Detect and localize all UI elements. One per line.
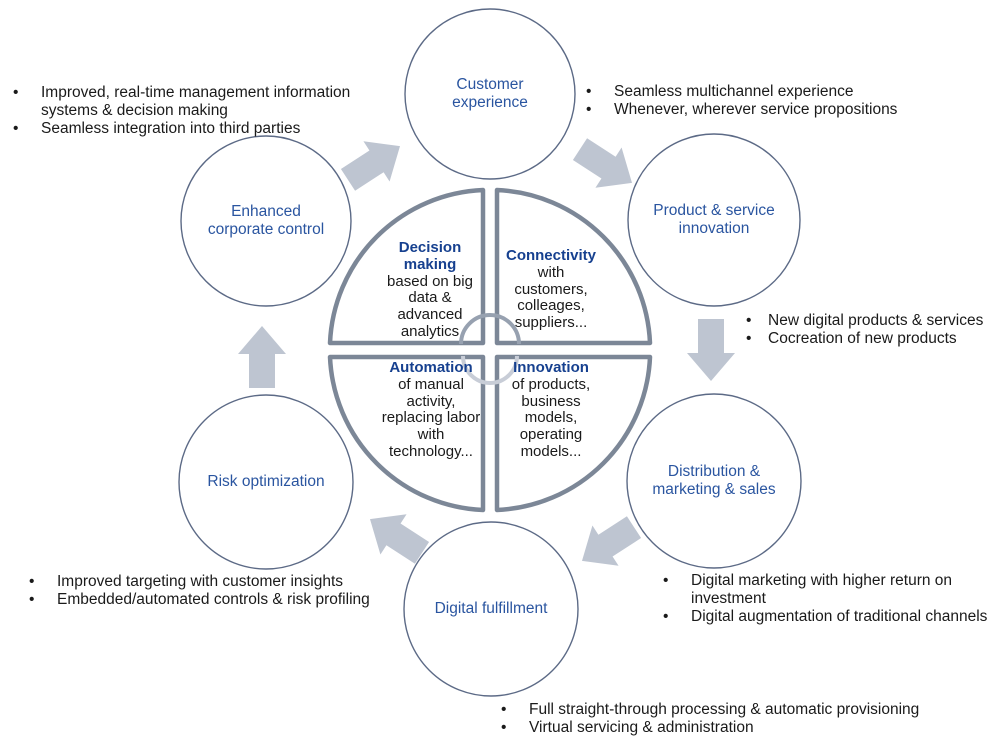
quadrant-automation-shape	[327, 354, 486, 513]
arrow-digital-fulfillment-to-risk-optimization	[370, 514, 430, 564]
bullet-group-bottom: • Full straight-through processing & aut…	[498, 701, 998, 737]
quadrant-decision-making: Decision making based on big data & adva…	[365, 239, 495, 341]
bullet-item: • New digital products & services	[743, 312, 1007, 330]
bullet-item: • Improved targeting with customer insig…	[26, 573, 416, 591]
bullet-text: Improved, real-time management informati…	[41, 84, 351, 119]
bullet-text: Improved targeting with customer insight…	[57, 573, 344, 590]
bullet-marker: •	[29, 590, 35, 608]
quadrant-connectivity: Connectivity with customers, colleages, …	[491, 247, 611, 332]
bullet-group-mid-right: • New digital products & services • Cocr…	[743, 312, 1007, 348]
bullet-marker: •	[586, 100, 592, 118]
bullet-text: Digital augmentation of traditional chan…	[691, 607, 988, 625]
arrow-product-innovation-to-distribution	[687, 319, 735, 381]
digital-fulfillment-circle	[403, 521, 579, 697]
bullet-item: • Improved, real-time management informa…	[10, 84, 382, 120]
bullet-text: Embedded/automated controls & risk profi…	[57, 590, 370, 608]
bullet-marker: •	[663, 607, 669, 625]
risk-optimization-circle	[178, 394, 354, 570]
bullet-group-bottom-right: • Digital marketing with higher return o…	[660, 572, 990, 626]
circle-label-enhanced-corporate-control: Enhanced corporate control	[207, 203, 325, 238]
quadrant-innovation-shape	[494, 354, 653, 513]
arrow-distribution-to-digital-fulfillment	[582, 516, 642, 566]
quadrant-decision-making-shape	[327, 187, 486, 346]
bullet-marker: •	[663, 572, 669, 589]
bullet-marker: •	[501, 718, 507, 736]
enhanced-corporate-control-circle	[180, 135, 352, 307]
quadrant-body-innovation: of products, business models, operating …	[511, 375, 591, 460]
bullet-marker: •	[13, 119, 19, 137]
product-service-innovation-circle	[627, 133, 801, 307]
bullet-item: • Cocreation of new products	[743, 330, 1007, 348]
bullet-text: Whenever, wherever service propositions	[614, 100, 898, 118]
circle-label-product-service-innovation: Product & service innovation	[653, 202, 775, 237]
bullet-text: Cocreation of new products	[768, 329, 957, 347]
arrow-risk-optimization-to-corporate-control	[238, 326, 286, 388]
bullet-marker: •	[29, 573, 35, 590]
circle-label-distribution-marketing-sales: Distribution & marketing & sales	[652, 463, 776, 498]
bullet-marker: •	[746, 329, 752, 347]
circle-label-digital-fulfillment: Digital fulfillment	[434, 600, 548, 618]
bullet-item: • Seamless multichannel experience	[583, 83, 1003, 101]
bullet-item: • Seamless integration into third partie…	[10, 120, 382, 138]
bullet-item: • Embedded/automated controls & risk pro…	[26, 591, 416, 609]
quadrant-title-connectivity: Connectivity	[505, 247, 596, 264]
bullet-text: Virtual servicing & administration	[529, 718, 754, 736]
bullet-group-bottom-left: • Improved targeting with customer insig…	[26, 573, 416, 609]
bullet-text: New digital products & services	[768, 312, 984, 329]
cycle-arc-top	[459, 313, 521, 345]
bullet-item: • Whenever, wherever service proposition…	[583, 101, 1003, 119]
quadrant-title-innovation: Innovation	[513, 359, 589, 376]
bullet-group-top-right: • Seamless multichannel experience • Whe…	[583, 83, 1003, 119]
bullet-marker: •	[746, 312, 752, 329]
bullet-marker: •	[13, 84, 19, 101]
bullet-item: • Virtual servicing & administration	[498, 719, 998, 737]
bullet-text: Full straight-through processing & autom…	[529, 701, 920, 718]
cycle-arc-bottom	[461, 355, 519, 385]
bullet-text: Seamless multichannel experience	[614, 83, 854, 100]
circle-label-risk-optimization: Risk optimization	[207, 473, 325, 491]
arrow-customer-experience-to-product-innovation	[572, 138, 632, 188]
quadrant-body-decision-making: based on big data & advanced analytics	[387, 272, 473, 340]
circle-label-customer-experience: Customer experience	[452, 76, 528, 111]
distribution-marketing-sales-circle	[626, 393, 802, 569]
bullet-item: • Full straight-through processing & aut…	[498, 701, 998, 719]
quadrant-innovation: Innovation of products, business models,…	[492, 359, 610, 461]
quadrant-body-automation: of manual activity, replacing labor with…	[381, 375, 481, 460]
bullet-marker: •	[501, 701, 507, 718]
quadrant-title-decision-making: Decision making	[398, 239, 462, 273]
bullet-text: Seamless integration into third parties	[41, 119, 301, 137]
quadrant-connectivity-shape	[494, 187, 653, 346]
arrow-corporate-control-to-customer-experience	[340, 141, 400, 191]
quadrant-title-automation: Automation	[389, 359, 473, 376]
quadrant-body-connectivity: with customers, colleages, suppliers...	[514, 263, 588, 332]
quadrant-automation: Automation of manual activity, replacing…	[365, 359, 497, 461]
bullet-marker: •	[586, 83, 592, 100]
bullet-item: • Digital marketing with higher return o…	[660, 572, 990, 608]
bullet-item: • Digital augmentation of traditional ch…	[660, 608, 990, 626]
customer-experience-circle	[404, 8, 576, 180]
bullet-text: Digital marketing with higher return on …	[691, 572, 953, 607]
bullet-group-top-left: • Improved, real-time management informa…	[10, 84, 382, 138]
